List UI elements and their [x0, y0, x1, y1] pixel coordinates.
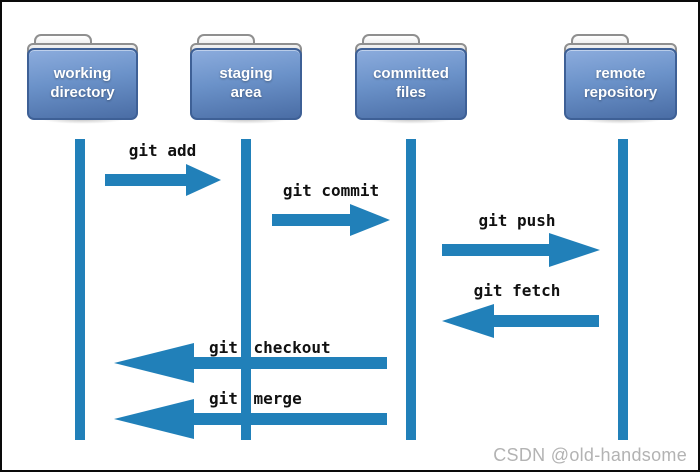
- folder-working-directory: working directory: [23, 34, 142, 126]
- folder-label-line: directory: [50, 84, 115, 101]
- folder-remote-repository: remote repository: [560, 34, 681, 126]
- git-commit-arrow-head-icon: [350, 204, 390, 236]
- folder-label-line: files: [395, 84, 426, 101]
- folder-label-line: remote: [595, 65, 646, 83]
- git-add-arrow-head-icon: [186, 164, 221, 196]
- watermark: CSDN @old-handsome: [493, 445, 687, 465]
- git-fetch-label: git fetch: [473, 281, 561, 300]
- lifeline-committed-files: [406, 139, 416, 440]
- git-merge-label: git merge: [209, 389, 302, 408]
- git-push-arrow-head-icon: [549, 233, 600, 267]
- git-push-label: git push: [478, 211, 556, 230]
- git-checkout-label: git checkout: [209, 338, 331, 357]
- git-fetch-arrow-shaft: [494, 315, 599, 327]
- git-checkout-arrow-head-icon: [114, 343, 194, 383]
- folder-icon: staging area: [190, 48, 302, 120]
- folder-label-line: staging: [219, 65, 273, 83]
- folder-icon: remote repository: [564, 48, 677, 120]
- git-commit-arrow-shaft: [272, 214, 350, 226]
- git-push-arrow-shaft: [442, 244, 549, 256]
- folder-committed-files: committed files: [351, 34, 471, 126]
- git-merge-arrow-shaft: [194, 413, 387, 425]
- folder-icon: working directory: [27, 48, 138, 120]
- lifeline-working-directory: [75, 139, 85, 440]
- folder-staging-area: staging area: [186, 34, 306, 126]
- folder-label-line: repository: [583, 84, 658, 101]
- git-checkout-arrow-shaft: [194, 357, 387, 369]
- git-add-arrow-shaft: [105, 174, 186, 186]
- lifeline-staging-area: [241, 139, 251, 440]
- git-merge-arrow-head-icon: [114, 399, 194, 439]
- folder-label-line: working: [53, 65, 112, 83]
- git-commit-label: git commit: [282, 181, 380, 200]
- git-fetch-arrow-head-icon: [442, 304, 494, 338]
- folder-icon: committed files: [355, 48, 467, 120]
- folder-label-line: area: [230, 84, 262, 101]
- git-add-label: git add: [128, 141, 197, 160]
- folder-label-line: committed: [373, 65, 449, 83]
- lifeline-remote-repository: [618, 139, 628, 440]
